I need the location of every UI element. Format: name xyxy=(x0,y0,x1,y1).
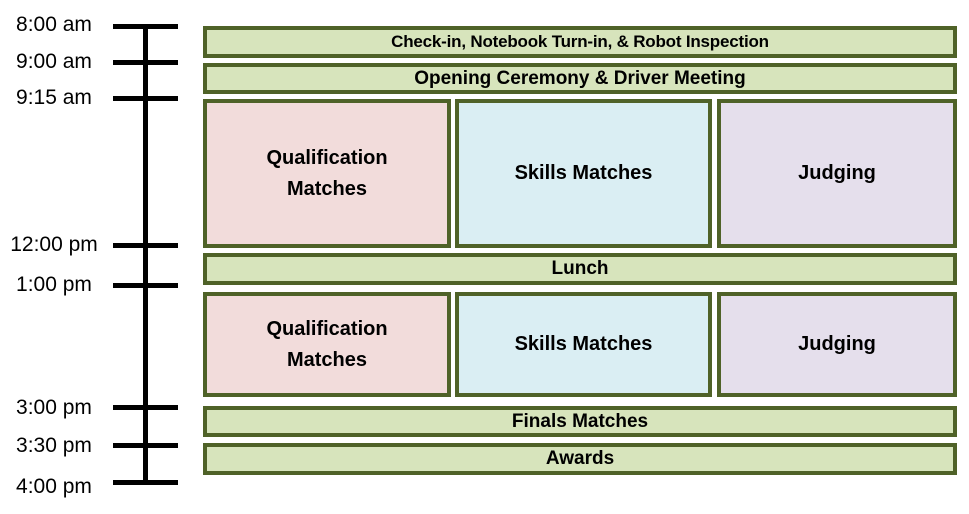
time-label-3-00-pm: 3:00 pm xyxy=(16,396,92,419)
event-label: Check-in, Notebook Turn-in, & Robot Insp… xyxy=(391,32,769,51)
time-label-9-15-am: 9:15 am xyxy=(16,86,92,109)
event-qualification-matches-morning: Qualification Matches xyxy=(203,99,451,248)
event-finals-matches: Finals Matches xyxy=(203,406,957,437)
timeline-tick-3-00-pm xyxy=(113,405,178,410)
event-label: Judging xyxy=(798,162,876,184)
event-awards: Awards xyxy=(203,443,957,475)
event-opening-ceremony-driver-meeting: Opening Ceremony & Driver Meeting xyxy=(203,63,957,94)
event-check-in-notebook-robot-inspection: Check-in, Notebook Turn-in, & Robot Insp… xyxy=(203,26,957,58)
timeline-tick-12-00-pm xyxy=(113,243,178,248)
timeline-tick-1-00-pm xyxy=(113,283,178,288)
event-label: Skills Matches xyxy=(514,333,653,355)
event-label: Finals Matches xyxy=(511,410,649,432)
event-skills-matches-morning: Skills Matches xyxy=(455,99,712,248)
event-label: Qualification Matches xyxy=(266,317,388,371)
event-label: Opening Ceremony & Driver Meeting xyxy=(414,67,746,89)
timeline-tick-8-00-am xyxy=(113,24,178,29)
timeline-tick-9-15-am xyxy=(113,96,178,101)
event-judging-morning: Judging xyxy=(717,99,957,248)
time-label-8-00-am: 8:00 am xyxy=(16,13,92,36)
event-judging-afternoon: Judging xyxy=(717,292,957,397)
event-qualification-matches-afternoon: Qualification Matches xyxy=(203,292,451,397)
event-lunch: Lunch xyxy=(203,253,957,285)
event-label: Judging xyxy=(798,333,876,355)
time-label-9-00-am: 9:00 am xyxy=(16,50,92,73)
event-label: Lunch xyxy=(551,258,609,279)
event-label: Awards xyxy=(545,448,615,469)
timeline-tick-9-00-am xyxy=(113,60,178,65)
time-label-3-30-pm: 3:30 pm xyxy=(16,434,92,457)
timeline-tick-3-30-pm xyxy=(113,443,178,448)
time-label-12-00-pm: 12:00 pm xyxy=(10,233,98,256)
timeline-axis xyxy=(143,24,148,485)
event-skills-matches-afternoon: Skills Matches xyxy=(455,292,712,397)
event-label: Qualification Matches xyxy=(266,146,388,200)
time-label-1-00-pm: 1:00 pm xyxy=(16,273,92,296)
timeline-tick-4-00-pm xyxy=(113,480,178,485)
time-label-4-00-pm: 4:00 pm xyxy=(16,475,92,498)
event-label: Skills Matches xyxy=(514,162,653,184)
